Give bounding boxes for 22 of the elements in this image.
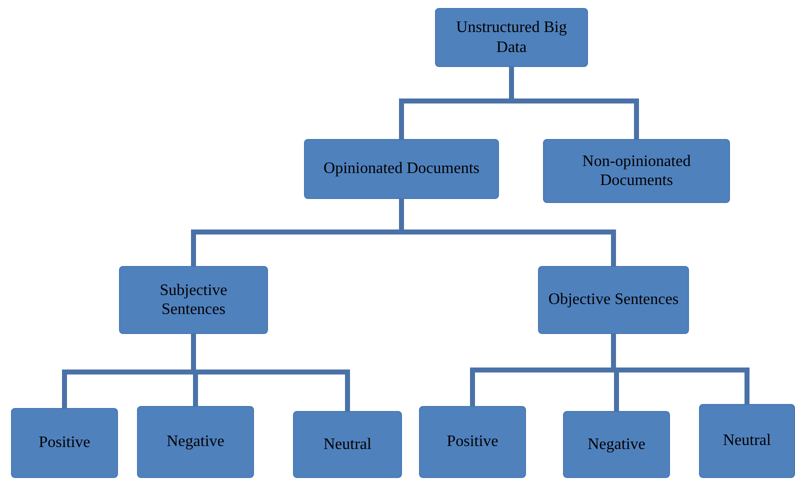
box-label: Opinionated Documents (324, 159, 480, 179)
box-label: Positive (38, 433, 90, 453)
box-label: Neutral (723, 431, 771, 451)
process-box (435, 8, 588, 67)
process-box (293, 411, 402, 478)
box-label: Positive (446, 432, 498, 452)
box-label: Non-opinionated Documents (581, 152, 692, 190)
box-label: Negative (588, 434, 646, 454)
process-box (119, 266, 268, 334)
process-box (563, 411, 670, 478)
process-box (11, 408, 118, 478)
process-box (699, 404, 795, 478)
process-box (419, 406, 526, 478)
box-label: Negative (166, 432, 224, 452)
process-box (543, 139, 730, 203)
box-label: Objective Sentences (548, 290, 679, 310)
process-box (304, 139, 499, 199)
box-label: Subjective Sentences (158, 280, 228, 320)
box-label: Unstructured Big Data (455, 18, 568, 57)
box-label: Neutral (324, 434, 372, 454)
process-box (538, 266, 689, 334)
process-box (137, 406, 254, 478)
